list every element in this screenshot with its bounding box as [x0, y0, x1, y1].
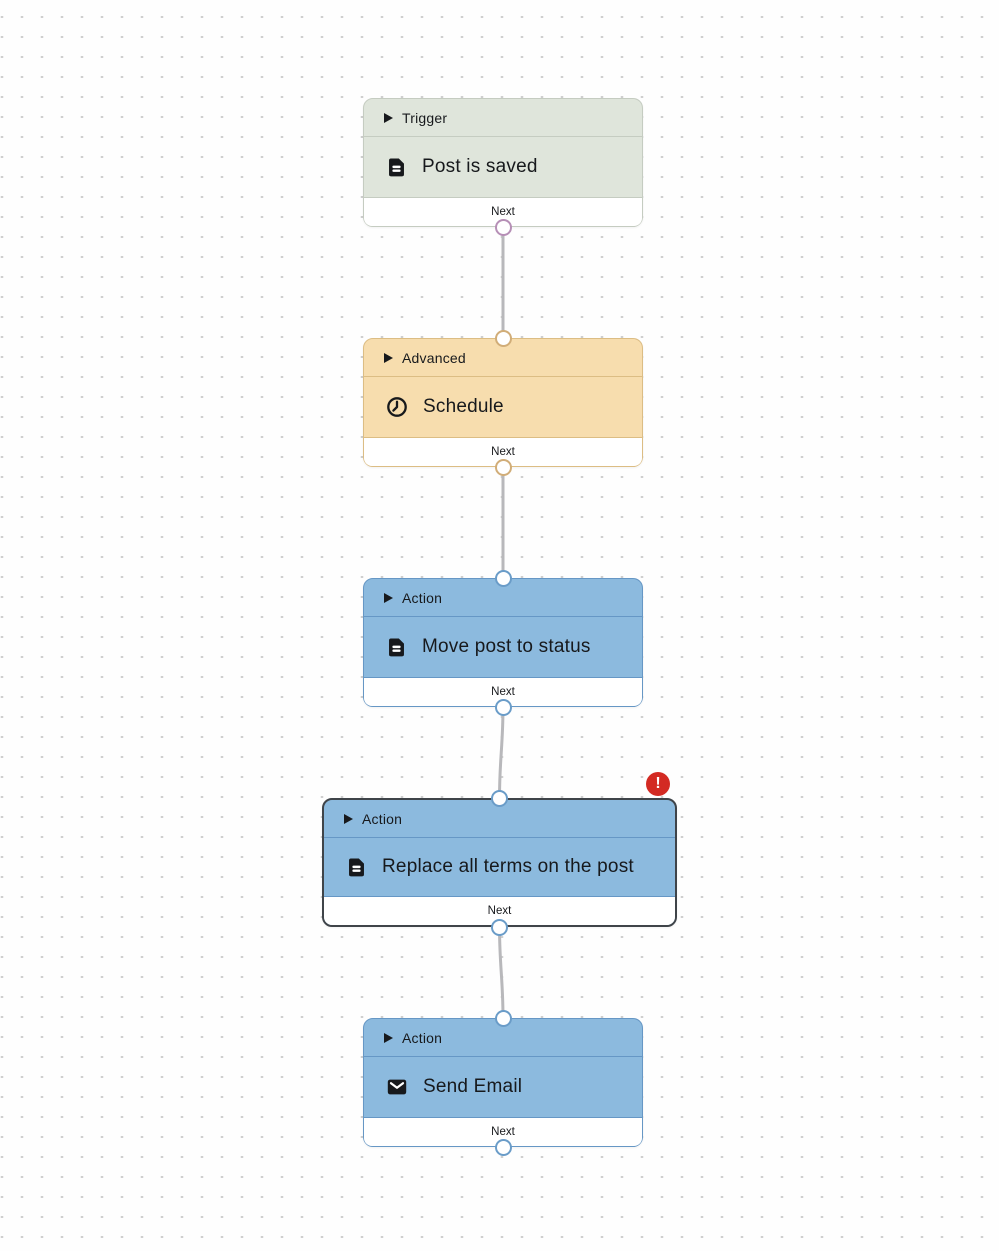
workflow-node-action-1[interactable]: Action Move post to status Next	[363, 578, 643, 707]
document-icon	[385, 156, 408, 179]
node-header[interactable]: Action	[324, 800, 675, 838]
input-port-advanced-1[interactable]	[494, 329, 512, 347]
input-port-action-1[interactable]	[494, 569, 512, 587]
collapse-arrow-icon[interactable]	[384, 112, 393, 123]
node-title-label: Schedule	[423, 396, 504, 417]
node-title-label: Replace all terms on the post	[382, 856, 634, 877]
next-branch-label: Next	[491, 206, 515, 218]
collapse-arrow-icon[interactable]	[384, 592, 393, 603]
output-port-advanced-1[interactable]	[494, 458, 512, 476]
node-body[interactable]: Send Email	[364, 1057, 642, 1117]
node-title-label: Post is saved	[422, 156, 538, 177]
node-header[interactable]: Action	[364, 1019, 642, 1057]
node-body[interactable]: Post is saved	[364, 137, 642, 197]
collapse-arrow-icon[interactable]	[384, 352, 393, 363]
node-category-label: Action	[402, 589, 443, 606]
error-badge	[613, 991, 637, 1015]
workflow-node-advanced-1[interactable]: Advanced Schedule Next	[363, 338, 643, 467]
workflow-node-action-3[interactable]: Action Send Email Next	[363, 1018, 643, 1147]
output-port-trigger-1[interactable]	[494, 218, 512, 236]
next-branch-label: Next	[487, 905, 512, 917]
error-badge	[613, 551, 637, 575]
input-port-action-2[interactable]	[491, 789, 508, 807]
document-icon	[385, 636, 408, 659]
mail-icon	[385, 1075, 409, 1099]
input-port-action-3[interactable]	[494, 1009, 512, 1027]
error-badge	[613, 311, 637, 335]
document-icon	[345, 856, 368, 879]
node-header[interactable]: Action	[364, 579, 642, 617]
output-port-action-2[interactable]	[491, 918, 508, 936]
error-badge	[613, 71, 637, 95]
collapse-arrow-icon[interactable]	[384, 1032, 393, 1043]
node-category-label: Action	[402, 1029, 443, 1046]
node-body[interactable]: Schedule	[364, 377, 642, 437]
clock-icon	[385, 395, 409, 419]
workflow-node-trigger-1[interactable]: Trigger Post is saved Next	[363, 98, 643, 227]
node-category-label: Advanced	[402, 349, 466, 366]
node-header[interactable]: Trigger	[364, 99, 642, 137]
next-branch-label: Next	[491, 1126, 515, 1138]
node-category-label: Action	[362, 810, 403, 827]
next-branch-label: Next	[491, 446, 515, 458]
node-category-label: Trigger	[402, 109, 448, 126]
node-body[interactable]: Replace all terms on the post	[324, 838, 675, 896]
error-badge: !	[646, 772, 670, 796]
node-title-label: Send Email	[423, 1076, 523, 1097]
node-header[interactable]: Advanced	[364, 339, 642, 377]
workflow-node-action-2[interactable]: ! Action Replace all terms on the post N…	[322, 772, 677, 927]
output-port-action-3[interactable]	[494, 1138, 512, 1156]
node-title-label: Move post to status	[422, 636, 591, 657]
collapse-arrow-icon[interactable]	[344, 813, 353, 824]
output-port-action-1[interactable]	[494, 698, 512, 716]
node-body[interactable]: Move post to status	[364, 617, 642, 677]
next-branch-label: Next	[491, 686, 515, 698]
